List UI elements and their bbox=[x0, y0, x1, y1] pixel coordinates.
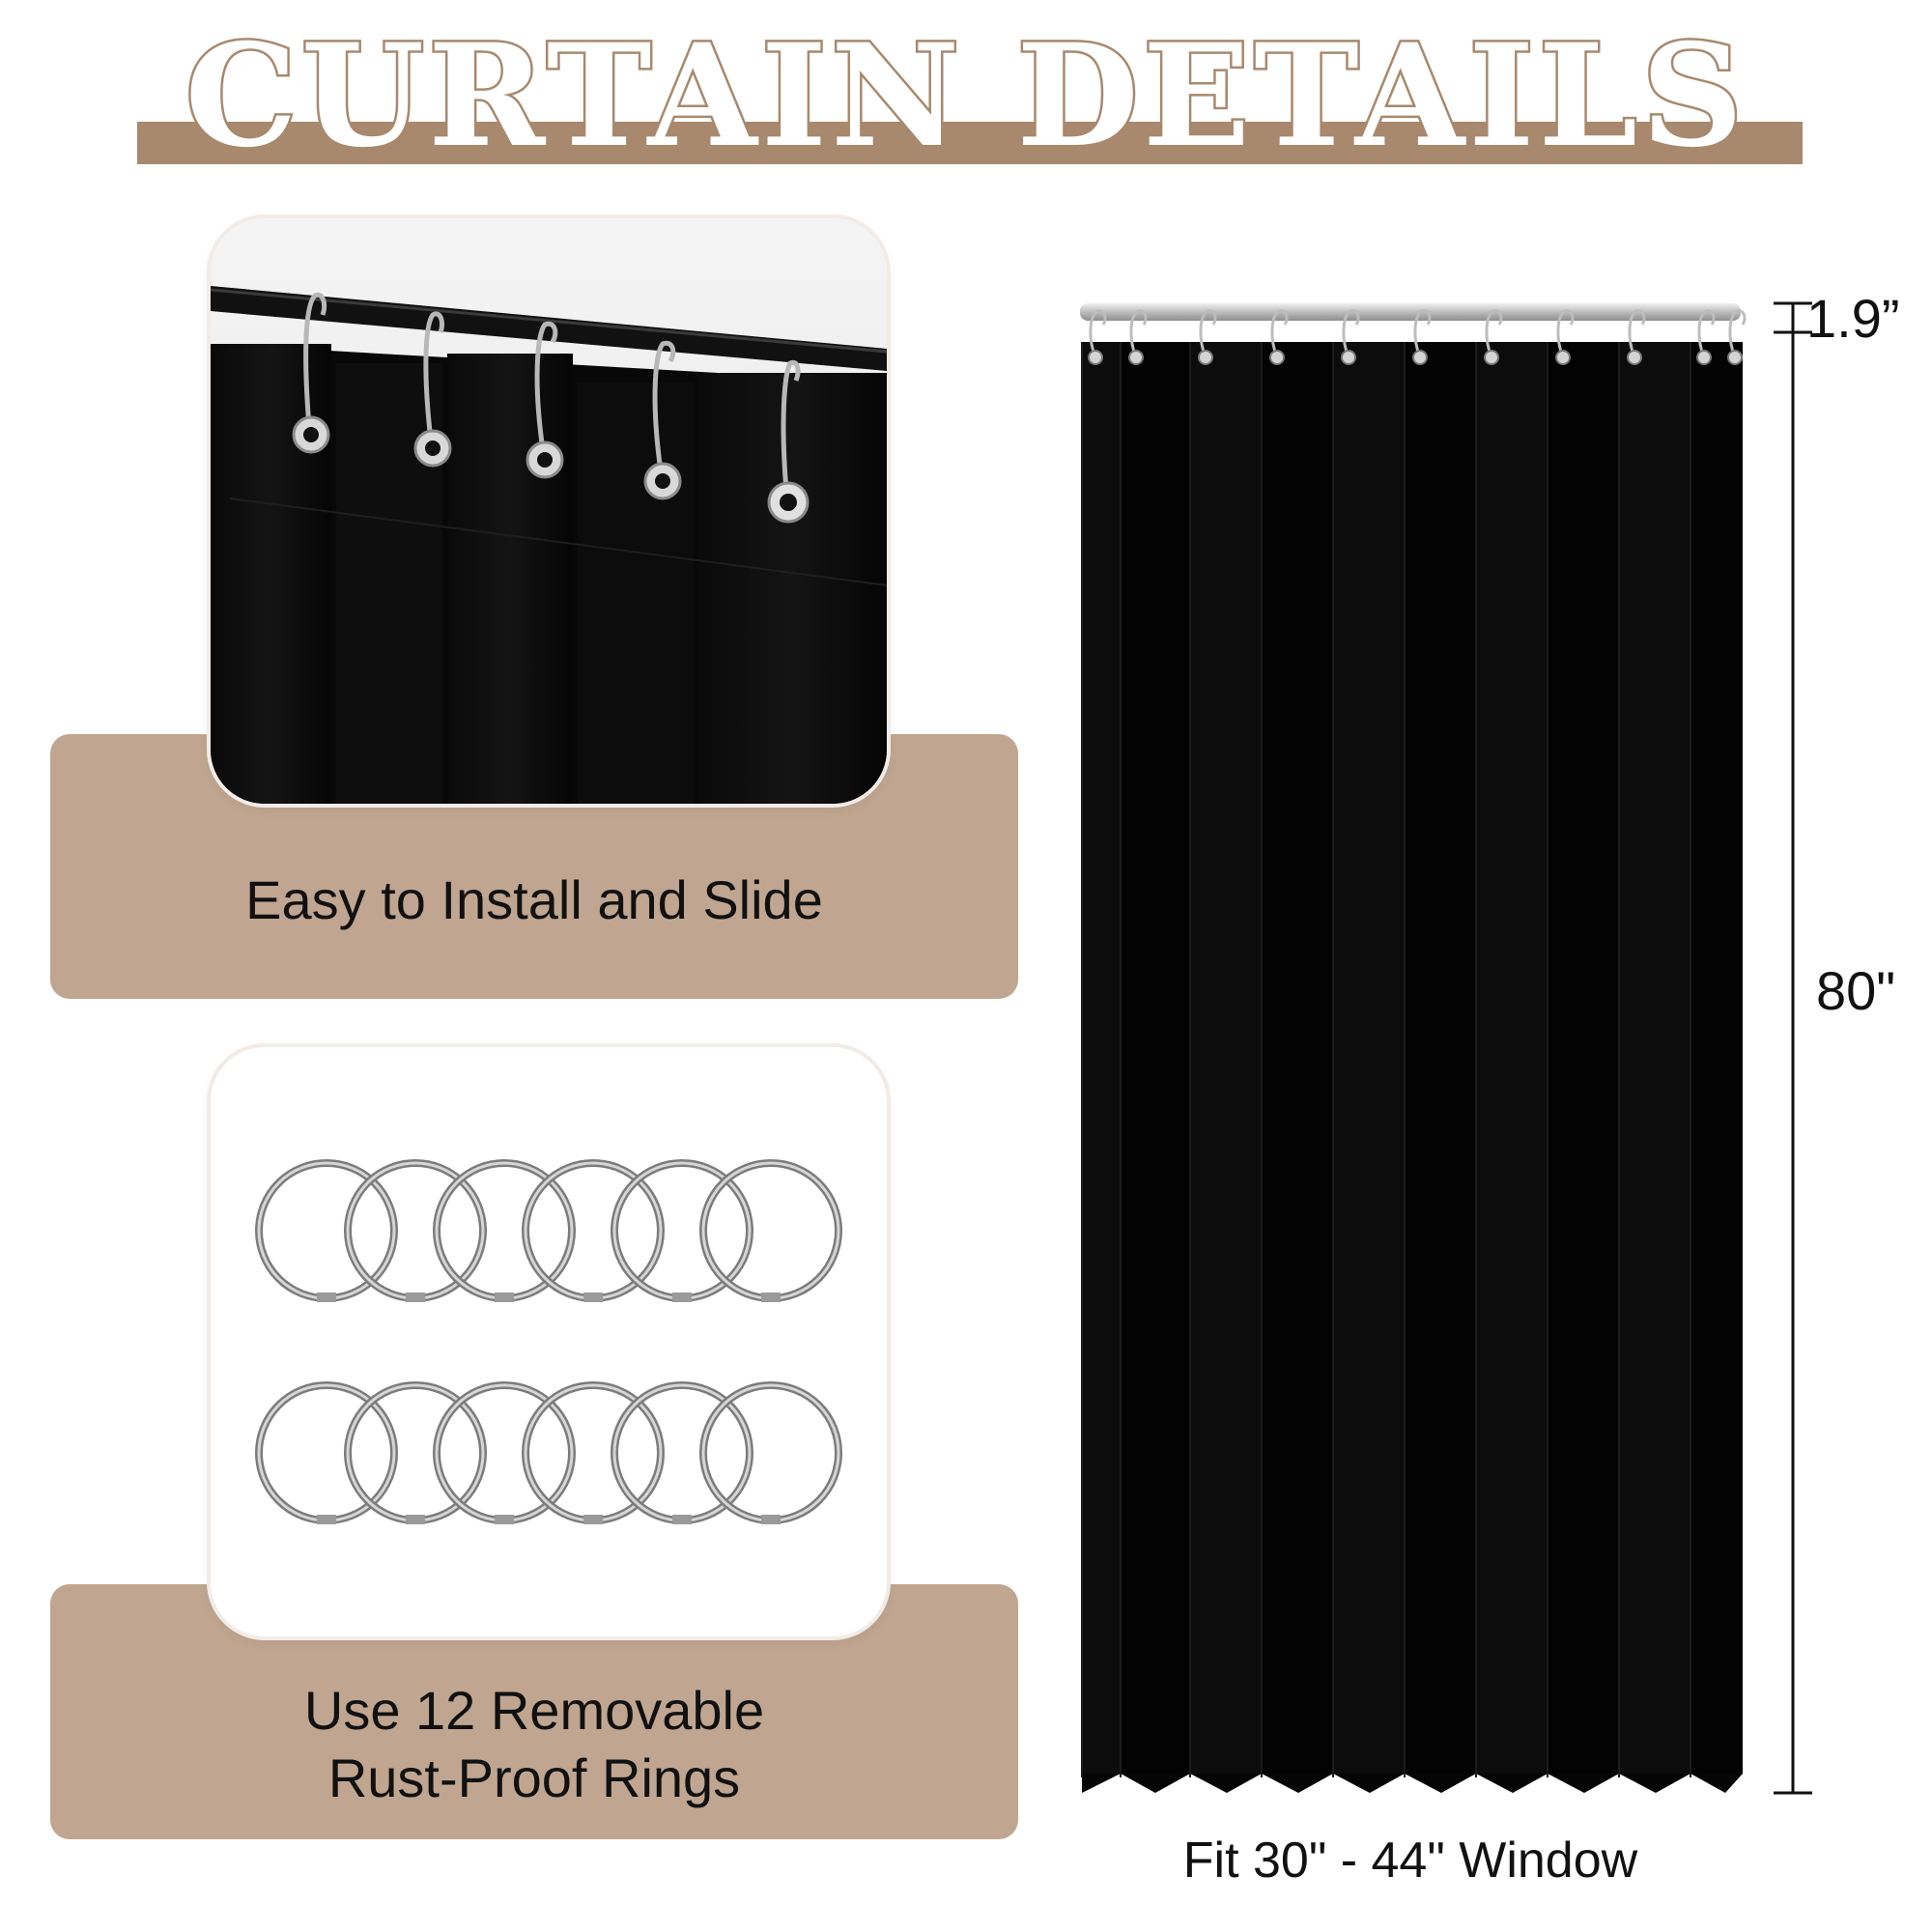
rings-image bbox=[255, 1159, 842, 1524]
curtain-hooks bbox=[1088, 309, 1747, 365]
curtain-hook-icon bbox=[1198, 309, 1217, 365]
ring-icon bbox=[433, 1159, 576, 1302]
curtain-panel-image bbox=[1080, 303, 1747, 1793]
curtain-hook-icon bbox=[1627, 309, 1646, 365]
page-title: CURTAIN DETAILS bbox=[183, 14, 1747, 179]
ring-icon bbox=[611, 1381, 753, 1524]
install-photo-card bbox=[211, 218, 887, 804]
hooks-group bbox=[303, 292, 801, 492]
curtain-fold bbox=[1690, 342, 1743, 1774]
feature-rings-label-line2: Rust-Proof Rings bbox=[327, 1747, 741, 1808]
curtain-fold bbox=[1121, 342, 1190, 1774]
curtain-fold bbox=[1476, 342, 1548, 1774]
ring-icon bbox=[611, 1159, 753, 1302]
grommets-group bbox=[292, 415, 810, 524]
curtain-hook-icon bbox=[1269, 309, 1289, 365]
ring-icon bbox=[699, 1159, 842, 1302]
curtain-hook-icon bbox=[1088, 309, 1107, 365]
ring-icon bbox=[344, 1159, 487, 1302]
curtain-folds bbox=[1081, 342, 1743, 1777]
curtain-rod-closeup-image bbox=[211, 218, 887, 804]
ring-icon bbox=[699, 1381, 842, 1524]
curtain-fold bbox=[1333, 342, 1405, 1774]
curtain-fold bbox=[1190, 342, 1262, 1774]
curtain-fold bbox=[1262, 342, 1333, 1774]
curtain-hook-icon bbox=[1341, 309, 1360, 365]
curtain-rod bbox=[1080, 303, 1741, 321]
ring-icon bbox=[255, 1381, 398, 1524]
dimension-lines bbox=[1774, 301, 1812, 1795]
top-dimension-label: 1.9” bbox=[1806, 288, 1900, 349]
curtain-hook-icon bbox=[1412, 309, 1432, 365]
curtain-hook-icon bbox=[1727, 309, 1747, 365]
rings-photo-card bbox=[211, 1047, 887, 1636]
ring-icon bbox=[255, 1159, 398, 1302]
curtain-hook-icon bbox=[1555, 309, 1575, 365]
ring-icon bbox=[522, 1159, 665, 1302]
curtain-fold bbox=[1082, 342, 1121, 1774]
curtain-hook-icon bbox=[1128, 309, 1148, 365]
curtain-hook-icon bbox=[1696, 309, 1716, 365]
curtain-fold bbox=[1619, 342, 1690, 1774]
ring-icon bbox=[433, 1381, 576, 1524]
feature-rings-label-line1: Use 12 Removable bbox=[303, 1680, 765, 1741]
curtain-fold bbox=[1405, 342, 1476, 1774]
feature-install-label: Easy to Install and Slide bbox=[245, 869, 823, 930]
curtain-hook-icon bbox=[1484, 309, 1503, 365]
ring-icon bbox=[344, 1381, 487, 1524]
title-underline-bar bbox=[137, 122, 1803, 164]
height-dimension-label: 80" bbox=[1816, 960, 1896, 1021]
ring-icon bbox=[522, 1381, 665, 1524]
window-fit-label: Fit 30" - 44" Window bbox=[1182, 1833, 1638, 1889]
curtain-fold bbox=[1548, 342, 1619, 1774]
